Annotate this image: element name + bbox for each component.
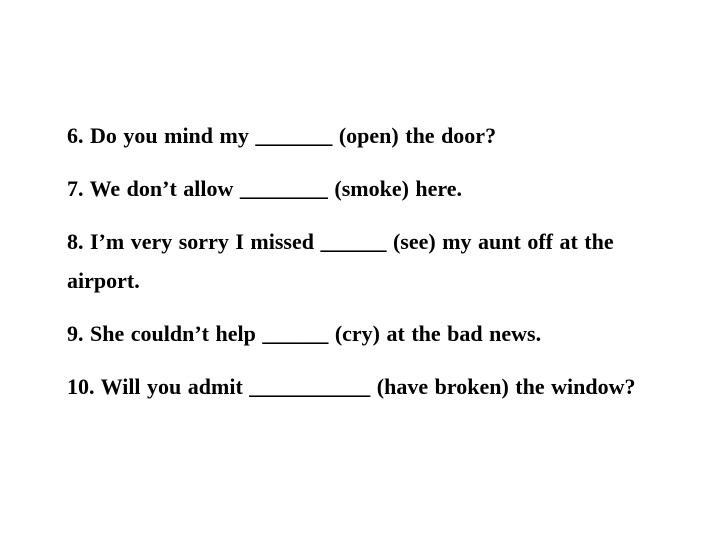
exercise-line-6: 6. Do you mind my _______ (open) the doo… xyxy=(67,123,497,148)
exercise-line-7: 7. We don’t allow ________ (smoke) here. xyxy=(67,176,463,201)
exercise-line-8-continued: airport. xyxy=(67,268,140,293)
exercise-line-8: 8. I’m very sorry I missed ______ (see) … xyxy=(67,229,614,254)
exercise-line-9: 9. She couldn’t help ______ (cry) at the… xyxy=(67,321,542,346)
exercise-line-10: 10. Will you admit ___________ (have bro… xyxy=(67,374,636,399)
